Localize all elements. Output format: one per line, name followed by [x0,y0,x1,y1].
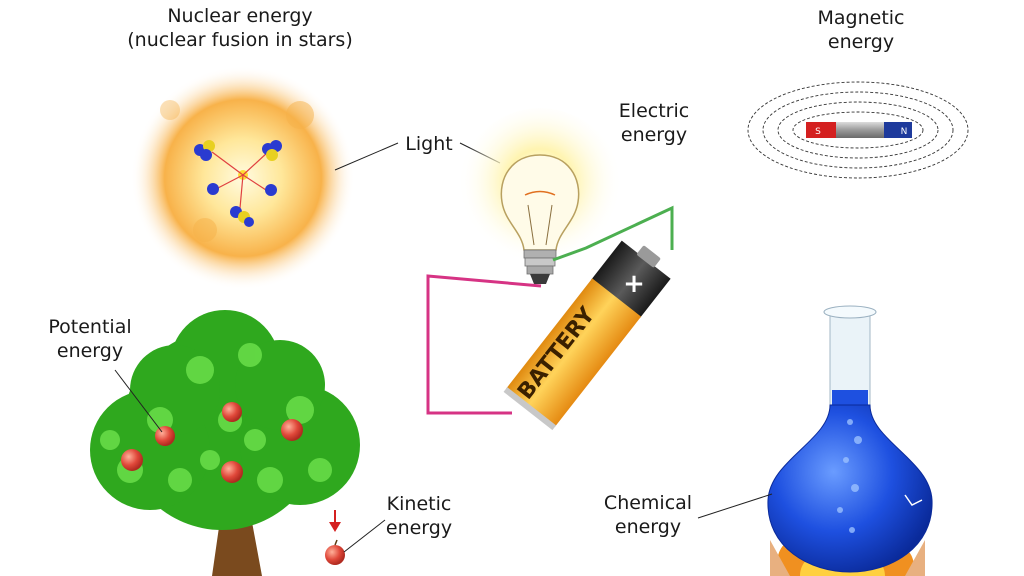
tree-apples [121,402,303,483]
magnet-south-pole: S [815,127,821,137]
light-bulb-icon [458,108,622,284]
positive-wire [552,205,674,262]
negative-wire [426,274,542,415]
potential-energy-label: Potential energy [38,315,142,363]
chemical-energy-line2: energy [614,516,682,538]
nucleus-particles-icon [194,140,282,227]
magnetic-energy-line2: energy [827,31,895,53]
nuclear-energy-label: Nuclear energy (nuclear fusion in stars) [110,4,370,52]
potential-pointer-line [114,369,163,433]
kinetic-energy-line1: Kinetic [386,493,452,515]
apple-tree-icon [90,310,360,576]
sun-illustration [131,66,355,290]
magnetic-energy-label: Magnetic energy [805,6,917,54]
bar-magnet-icon: S N [806,122,912,138]
kinetic-energy-label: Kinetic energy [368,492,470,540]
kinetic-energy-line2: energy [385,517,453,539]
magnetic-energy-line1: Magnetic [817,7,905,29]
chemical-energy-line1: Chemical [603,492,693,514]
chemical-pointer-line [697,493,773,519]
nuclear-energy-title: Nuclear energy [167,5,313,27]
potential-energy-line1: Potential [48,316,132,338]
magnet-north-pole: N [901,127,908,137]
light-pointer-line-sun [334,142,399,171]
electric-energy-label: Electric energy [604,99,704,147]
chemical-flask-icon [767,305,933,576]
falling-apple-icon [325,510,345,565]
battery-icon [503,240,671,431]
kinetic-pointer-line [343,519,386,553]
nuclear-energy-subtitle: (nuclear fusion in stars) [127,29,353,51]
light-label: Light [405,133,453,155]
magnet-field-lines [747,81,969,179]
electric-energy-line2: energy [620,124,688,146]
chemical-energy-label: Chemical energy [590,491,706,539]
potential-energy-line2: energy [56,340,124,362]
battery-plus-sign: + [623,269,645,299]
electric-energy-line1: Electric [618,100,690,122]
